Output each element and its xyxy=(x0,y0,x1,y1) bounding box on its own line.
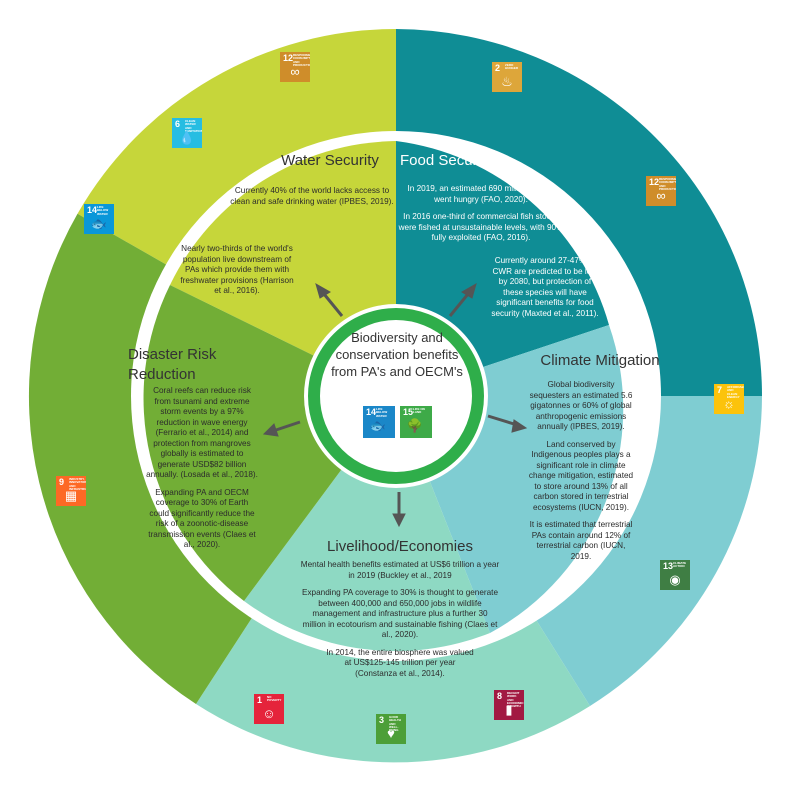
paragraph: In 2019, an estimated 690 million people… xyxy=(407,184,555,204)
section-body-livelihood: Mental health benefits estimated at US$6… xyxy=(300,560,500,686)
badge-number: 6 xyxy=(175,119,181,129)
section-body-food-2: Currently around 27-47% of CWR are predi… xyxy=(490,256,600,326)
infinity-icon: ∞ xyxy=(656,188,666,203)
section-title-livelihood: Livelihood/Economies xyxy=(327,538,473,555)
section-body-water: Currently 40% of the world lacks access … xyxy=(228,186,396,214)
badge-label: NO POVERTY xyxy=(267,695,282,703)
badge-label: CLIMATE ACTION xyxy=(673,561,687,569)
sdg-badge-7: 7 AFFORDABLE AND CLEAN ENERGY ☼ xyxy=(714,384,744,414)
people-icon: ☺ xyxy=(262,706,276,721)
sdg-badge-14: 14 LIFE BELOW WATER 🐟 xyxy=(84,204,114,234)
section-title-climate: Climate Mitigation xyxy=(540,352,660,369)
fish-icon: 🐟 xyxy=(369,418,387,433)
badge-number: 3 xyxy=(379,715,385,725)
sdg-badge-8: 8 DECENT WORK AND ECONOMIC GROWTH ▮ xyxy=(494,690,524,720)
badge-label: ZERO HUNGER xyxy=(505,63,519,71)
center-badge-sdg14: 14 LIFE BELOW WATER 🐟 xyxy=(363,406,395,438)
eye-icon: ◉ xyxy=(669,572,681,587)
sdg-badge-6: 6 CLEAN WATER AND SANITATION 💧 xyxy=(172,118,202,148)
arrow-food xyxy=(448,282,477,317)
infinity-icon: ∞ xyxy=(290,64,300,79)
section-body-food: In 2019, an estimated 690 million people… xyxy=(398,184,564,251)
badge-number: 14 xyxy=(366,407,377,417)
badge-number: 15 xyxy=(403,407,414,417)
paragraph: Mental health benefits estimated at US$6… xyxy=(300,560,500,580)
water-drop-icon: 💧 xyxy=(178,130,196,145)
sdg-badge-13: 13 CLIMATE ACTION ◉ xyxy=(660,560,690,590)
sdg-badge-3: 3 GOOD HEALTH AND WELL-BEING ♥ xyxy=(376,714,406,744)
badge-label: LIFE BELOW WATER xyxy=(97,205,109,216)
badge-number: 14 xyxy=(87,205,98,215)
arrow-climate xyxy=(487,414,528,433)
paragraph: Nearly two-thirds of the world's populat… xyxy=(180,244,294,295)
center-title: Biodiversity and conservation benefits f… xyxy=(331,330,463,379)
tree-icon: 🌳 xyxy=(406,418,424,433)
paragraph: Currently 40% of the world lacks access … xyxy=(230,186,394,206)
sdg-badge-12-right: 12 RESPONSIBLE CONSUMPTION AND PRODUCTIO… xyxy=(646,176,676,206)
bowl-icon: ♨ xyxy=(501,74,513,89)
sdg-badge-1: 1 NO POVERTY ☺ xyxy=(254,694,284,724)
paragraph: Global biodiversity sequesters an estima… xyxy=(529,380,633,431)
badge-label: GOOD HEALTH AND WELL-BEING xyxy=(389,715,401,733)
arrows xyxy=(262,282,528,528)
section-body-water-2: Nearly two-thirds of the world's populat… xyxy=(178,244,296,304)
inner-sector-livelihood xyxy=(244,396,490,652)
section-body-disaster: Coral reefs can reduce risk from tsunami… xyxy=(146,386,258,558)
center-badge-sdg15: 15 LIFE ON LAND 🌳 xyxy=(400,406,432,438)
badge-number: 1 xyxy=(257,695,263,705)
badge-label: DECENT WORK AND ECONOMIC GROWTH xyxy=(507,691,524,709)
badge-label: RESPONSIBLE CONSUMPTION AND PRODUCTION xyxy=(659,177,676,191)
arrow-water xyxy=(315,282,344,317)
badge-number: 12 xyxy=(649,177,660,187)
badge-number: 9 xyxy=(59,477,65,487)
cubes-icon: ▦ xyxy=(64,488,78,503)
badge-label: RESPONSIBLE CONSUMPTION AND PRODUCTION xyxy=(293,53,310,67)
center-ring xyxy=(308,308,484,484)
paragraph: Land conserved by Indigenous peoples pla… xyxy=(528,439,634,512)
inner-sector-disaster xyxy=(143,285,396,601)
paragraph: Coral reefs can reduce risk from tsunami… xyxy=(146,386,258,479)
paragraph: It is estimated that terrestrial PAs con… xyxy=(529,520,633,561)
sdg-badge-12-top: 12 RESPONSIBLE CONSUMPTION AND PRODUCTIO… xyxy=(280,52,310,82)
arrow-livelihood xyxy=(392,492,406,528)
growth-chart-icon: ▮ xyxy=(505,702,513,717)
paragraph: Expanding PA and OECM coverage to 30% of… xyxy=(148,487,256,550)
paragraph: Expanding PA coverage to 30% is thought … xyxy=(301,588,499,639)
badge-label: LIFE BELOW WATER xyxy=(376,407,388,418)
badge-label: AFFORDABLE AND CLEAN ENERGY xyxy=(727,385,744,399)
badge-label: CLEAN WATER AND SANITATION xyxy=(185,119,202,133)
badge-number: 8 xyxy=(497,691,503,701)
paragraph: In 2014, the entire biosphere was valued… xyxy=(326,647,474,678)
badge-label: LIFE ON LAND xyxy=(413,407,425,415)
badge-number: 7 xyxy=(717,385,723,395)
paragraph: Currently around 27-47% of CWR are predi… xyxy=(491,256,599,318)
arrow-disaster xyxy=(262,420,301,437)
badge-label: INDUSTRY, INNOVATION AND INFRASTRUCTURE xyxy=(69,477,86,491)
section-title-water: Water Security xyxy=(281,152,379,169)
section-body-climate: Global biodiversity sequesters an estima… xyxy=(528,380,634,569)
heartbeat-icon: ♥ xyxy=(387,726,395,741)
fish-icon: 🐟 xyxy=(90,216,108,231)
paragraph: In 2016 one-third of commercial fish sto… xyxy=(398,212,564,242)
section-title-food: Food Security xyxy=(400,152,493,169)
badge-number: 12 xyxy=(283,53,294,63)
sdg-badge-2: 2 ZERO HUNGER ♨ xyxy=(492,62,522,92)
badge-number: 2 xyxy=(495,63,501,73)
section-title-disaster: Disaster Risk Reduction xyxy=(128,346,217,384)
sun-icon: ☼ xyxy=(723,396,735,411)
sdg-badge-9: 9 INDUSTRY, INNOVATION AND INFRASTRUCTUR… xyxy=(56,476,86,506)
badge-number: 13 xyxy=(663,561,674,571)
